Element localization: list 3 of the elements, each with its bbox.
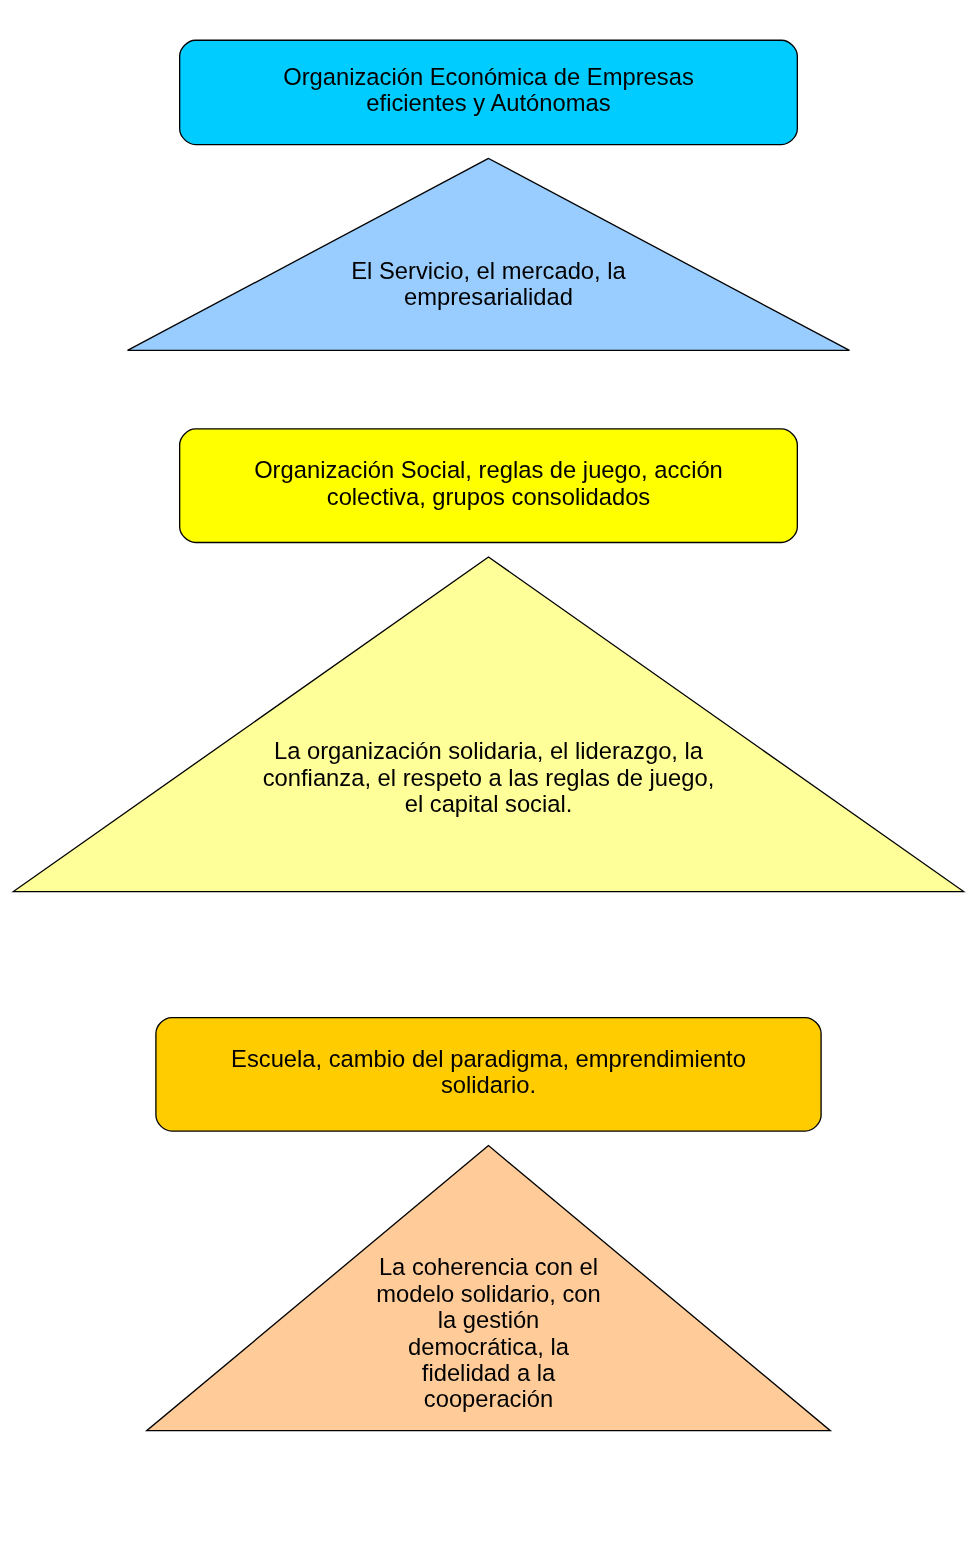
node-box: Escuela, cambio del paradigma, emprendimiento solidario.	[155, 1016, 822, 1132]
node-box: Organización Social, reglas de juego, acción colectiva, grupos consolidados	[179, 427, 798, 543]
node-box: Organización Económica de Empresas eficientes y Autónomas	[179, 39, 798, 145]
